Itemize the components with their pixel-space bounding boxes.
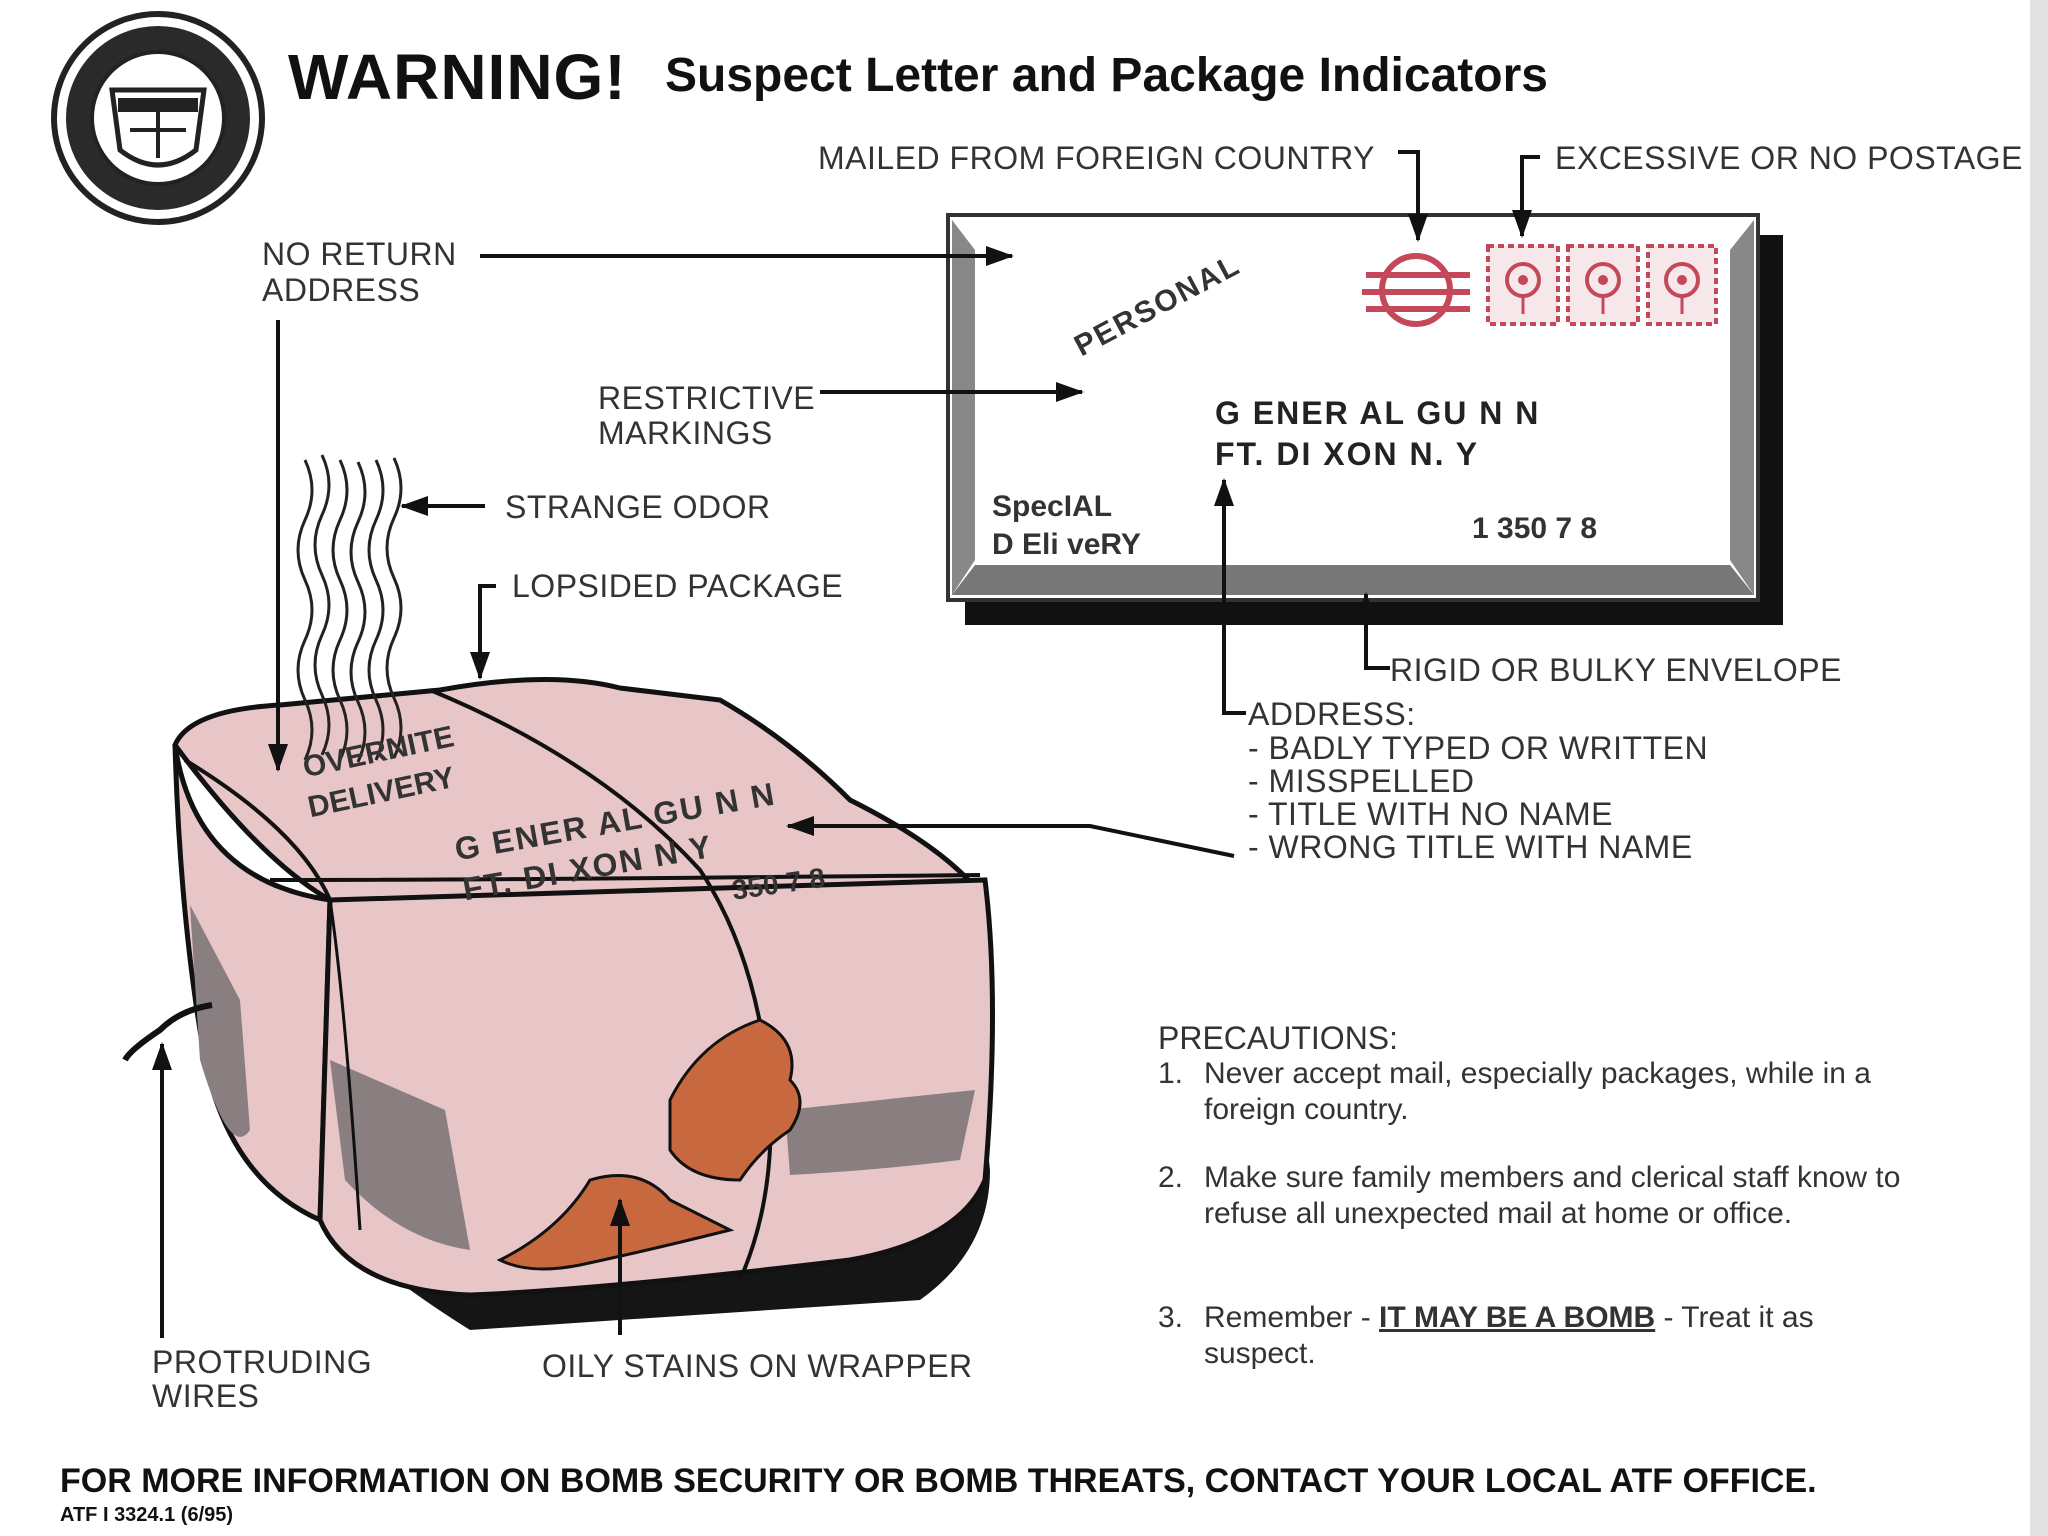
label-rigid-envelope: RIGID OR BULKY ENVELOPE [1390, 652, 1842, 688]
bomb-warning: IT MAY BE A BOMB [1379, 1301, 1656, 1334]
precaution-number: 3. [1158, 1301, 1184, 1334]
label-no-return-1: NO RETURN [262, 236, 457, 272]
envelope-illustration [946, 213, 1783, 625]
envelope-address-line-1: G ENER AL GU N N [1215, 395, 1541, 431]
label-strange-odor: STRANGE ODOR [505, 489, 771, 525]
precaution-text: Make sure family members and clerical st… [1204, 1161, 1901, 1230]
envelope-special-1: SpecIAL [992, 490, 1113, 523]
label-protruding-1: PROTRUDING [152, 1344, 373, 1380]
leader-lines [152, 150, 1540, 1338]
odor-lines [296, 454, 403, 763]
precautions-heading: PRECAUTIONS: [1158, 1020, 1399, 1056]
page-title: Suspect Letter and Package Indicators [665, 49, 1548, 102]
label-excessive-postage: EXCESSIVE OR NO POSTAGE [1555, 140, 2023, 176]
label-foreign-country: MAILED FROM FOREIGN COUNTRY [818, 140, 1375, 176]
label-address-item: - MISSPELLED [1248, 763, 1475, 799]
precaution-item: 3. Remember - IT MAY BE A BOMB - Treat it… [1158, 1300, 1938, 1372]
flower-stamp-icon [1486, 244, 1560, 326]
precaution-item: 2. Make sure family members and clerical … [1158, 1160, 1938, 1232]
envelope-special-2: D Eli veRY [992, 528, 1141, 561]
precaution-text: Remember - [1204, 1301, 1380, 1334]
precaution-number: 1. [1158, 1057, 1184, 1090]
precaution-text: Never accept mail, especially packages, … [1204, 1057, 1871, 1126]
label-oily-stains: OILY STAINS ON WRAPPER [542, 1348, 973, 1384]
flower-stamp-icon [1566, 244, 1640, 326]
envelope-zip: 1 350 7 8 [1472, 512, 1598, 545]
label-address-item: - BADLY TYPED OR WRITTEN [1248, 730, 1709, 766]
label-no-return-2: ADDRESS [262, 272, 421, 308]
precaution-text: - Treat it as suspect. [1204, 1301, 1814, 1370]
page-edge [2030, 0, 2048, 1536]
flower-stamp-icon [1646, 244, 1718, 326]
envelope-address-line-2: FT. DI XON N. Y [1215, 436, 1480, 472]
postmark-icon [1362, 253, 1470, 327]
footer-info: FOR MORE INFORMATION ON BOMB SECURITY OR… [60, 1462, 1817, 1500]
atf-seal-icon: ★ ★ ★ [51, 11, 265, 225]
svg-text:★ ★ ★: ★ ★ ★ [135, 63, 182, 79]
label-restrictive-1: RESTRICTIVE [598, 380, 816, 416]
precaution-number: 2. [1158, 1161, 1184, 1194]
warning-heading: WARNING! [288, 41, 627, 113]
label-lopsided-package: LOPSIDED PACKAGE [512, 568, 844, 604]
label-restrictive-2: MARKINGS [598, 415, 773, 451]
label-protruding-2: WIRES [152, 1378, 260, 1414]
form-number: ATF I 3324.1 (6/95) [60, 1504, 234, 1526]
label-address-item: - TITLE WITH NO NAME [1248, 796, 1613, 832]
precaution-item: 1. Never accept mail, especially packages… [1158, 1056, 1938, 1128]
label-address-heading: ADDRESS: [1248, 696, 1416, 732]
label-address-item: - WRONG TITLE WITH NAME [1248, 829, 1693, 865]
package-illustration [122, 677, 995, 1330]
